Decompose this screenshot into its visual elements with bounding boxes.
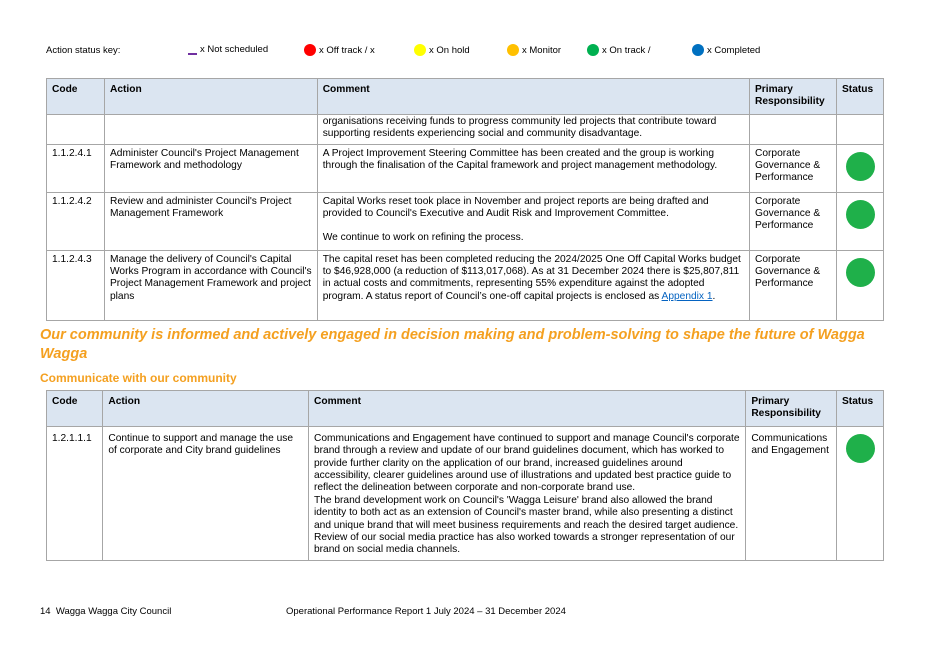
status-key-label: Action status key: bbox=[46, 45, 121, 56]
row-action: Continue to support and manage the use o… bbox=[102, 425, 309, 561]
row-comment-end: . bbox=[712, 290, 716, 302]
table-row: 1.1.2.4.1 Administer Council's Project M… bbox=[46, 143, 884, 193]
header-code: Code bbox=[45, 390, 104, 427]
amber-dot-icon bbox=[507, 44, 519, 56]
row-responsibility: Communications and Engagement bbox=[745, 425, 837, 561]
key-on-track: x On track / bbox=[587, 44, 651, 56]
row-code: 1.1.2.4.2 bbox=[46, 191, 105, 251]
header-primary-responsibility: Primary Responsibility bbox=[745, 390, 837, 427]
key-not-scheduled-label: x Not scheduled bbox=[200, 44, 269, 55]
continuation-comment: organisations receiving funds to progres… bbox=[316, 113, 751, 145]
table-row: 1.2.1.1.1 Continue to support and manage… bbox=[45, 425, 884, 561]
header-primary-responsibility: Primary Responsibility bbox=[749, 78, 837, 115]
row-responsibility: Corporate Governance & Performance bbox=[749, 191, 837, 251]
table-header-row: Code Action Comment Primary Responsibili… bbox=[46, 78, 884, 115]
status-on-track-icon bbox=[845, 199, 875, 229]
row-action: Review and administer Council's Project … bbox=[103, 191, 318, 251]
sub-heading: Communicate with our community bbox=[40, 371, 237, 385]
key-monitor-label: x Monitor bbox=[522, 44, 562, 56]
key-not-scheduled: x Not scheduled bbox=[188, 44, 268, 55]
key-on-track-label: x On track / bbox=[602, 44, 651, 56]
row-action: Administer Council's Project Management … bbox=[103, 143, 318, 193]
status-on-track-icon bbox=[845, 257, 875, 287]
row-action: Manage the delivery of Council's Capital… bbox=[103, 249, 318, 321]
key-off-track: x Off track / x bbox=[304, 44, 375, 56]
footer-page-info: 14 Wagga Wagga City Council bbox=[40, 606, 172, 617]
row-code: 1.1.2.4.3 bbox=[46, 249, 105, 321]
row-comment-p2: The brand development work on Council's … bbox=[313, 494, 739, 531]
key-on-hold-label: x On hold bbox=[429, 44, 470, 56]
row-code: 1.1.2.4.1 bbox=[46, 143, 105, 193]
row-comment-p3: Review of our social media practice has … bbox=[313, 532, 735, 556]
status-on-track-icon bbox=[845, 151, 875, 181]
table-row: 1.1.2.4.2 Review and administer Council'… bbox=[46, 191, 884, 251]
header-comment: Comment bbox=[307, 390, 747, 427]
header-code: Code bbox=[46, 78, 105, 115]
row-code: 1.2.1.1.1 bbox=[45, 425, 104, 561]
red-dot-icon bbox=[304, 44, 316, 56]
goal-heading: Our community is informed and actively e… bbox=[40, 327, 865, 362]
row-comment: Capital Works reset took place in Novemb… bbox=[322, 195, 709, 220]
appendix-1-link[interactable]: Appendix 1 bbox=[661, 290, 713, 302]
blue-dot-icon bbox=[692, 44, 704, 56]
key-off-track-label: x Off track / x bbox=[319, 44, 375, 56]
row-comment-p1: Communications and Engagement have conti… bbox=[313, 432, 740, 494]
row-comment: The capital reset has been completed red… bbox=[322, 253, 741, 302]
key-completed: x Completed bbox=[692, 44, 760, 56]
header-status: Status bbox=[836, 78, 884, 115]
key-monitor: x Monitor bbox=[507, 44, 561, 56]
key-on-hold: x On hold bbox=[414, 44, 470, 56]
row-comment: A Project Improvement Steering Committee… bbox=[316, 143, 751, 193]
header-action: Action bbox=[102, 390, 309, 427]
row-responsibility: Corporate Governance & Performance bbox=[749, 249, 837, 321]
table-header-row: Code Action Comment Primary Responsibili… bbox=[45, 390, 884, 427]
header-action: Action bbox=[103, 78, 318, 115]
status-on-track-icon bbox=[845, 433, 875, 463]
key-completed-label: x Completed bbox=[707, 44, 761, 56]
footer-report-title: Operational Performance Report 1 July 20… bbox=[286, 606, 566, 617]
table-row: organisations receiving funds to progres… bbox=[46, 113, 884, 145]
actions-table-1: Code Action Comment Primary Responsibili… bbox=[46, 78, 884, 321]
yellow-dot-icon bbox=[414, 44, 426, 56]
not-scheduled-dash-icon bbox=[188, 53, 197, 55]
row-comment-extra: We continue to work on refining the proc… bbox=[322, 232, 524, 244]
table-row: 1.1.2.4.3 Manage the delivery of Council… bbox=[46, 249, 884, 321]
row-responsibility: Corporate Governance & Performance bbox=[749, 143, 837, 193]
actions-table-2: Code Action Comment Primary Responsibili… bbox=[45, 390, 884, 561]
header-comment: Comment bbox=[316, 78, 751, 115]
green-dot-icon bbox=[587, 44, 599, 56]
header-status: Status bbox=[836, 390, 884, 427]
